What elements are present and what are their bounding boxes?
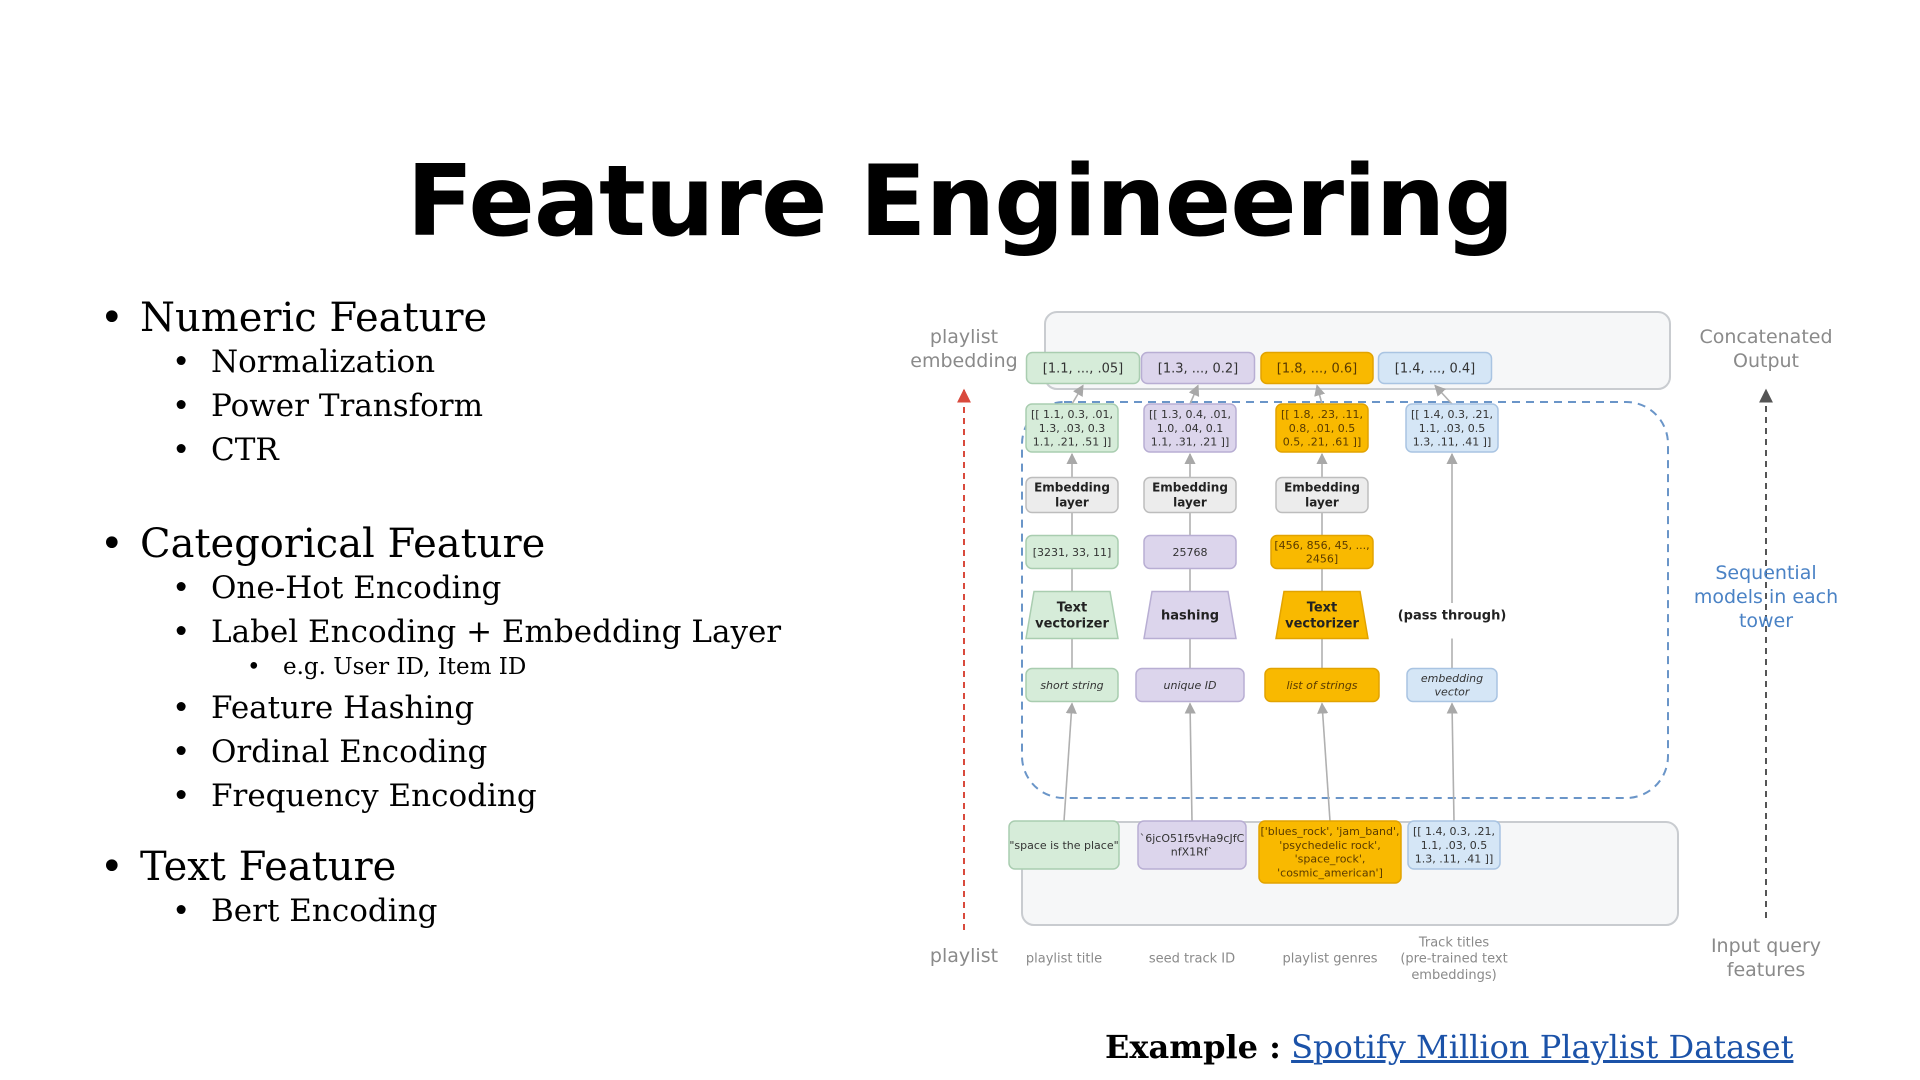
- categorical-feature-heading: Categorical Feature: [100, 521, 781, 567]
- text-item-bert: Bert Encoding: [100, 893, 781, 929]
- numeric-feature-heading: Numeric Feature: [100, 295, 781, 341]
- tower-4-output-box: [1377, 351, 1493, 385]
- dataset-link[interactable]: Spotify Million Playlist Dataset: [1291, 1028, 1794, 1066]
- tower-1-input-text: "space is the place": [1009, 839, 1118, 852]
- categorical-item-label-encoding: Label Encoding + Embedding Layer: [100, 614, 781, 650]
- tower-2-index-box: [1143, 534, 1237, 570]
- tower-1-input-box: [1008, 820, 1120, 870]
- tower-3-index-text: [456, 856, 45, ...,2456]: [1274, 539, 1369, 566]
- tower-2-type-box: [1135, 667, 1245, 703]
- connector-line: [1063, 702, 1077, 822]
- tower-1-transform-box: [1025, 590, 1119, 640]
- tower-1-index-text: [3231, 33, 11]: [1033, 546, 1112, 559]
- example-footer: Example : Spotify Million Playlist Datas…: [1105, 1028, 1793, 1066]
- tower-1-embedding-layer-box: [1025, 476, 1119, 514]
- tower-4-transform-text: (pass through): [1398, 609, 1507, 624]
- tower-connectors: [1063, 384, 1458, 822]
- tower-1-feature-label: playlist title: [1026, 952, 1102, 967]
- categorical-item-one-hot: One-Hot Encoding: [100, 570, 781, 606]
- categorical-item-feature-hashing: Feature Hashing: [100, 690, 781, 726]
- tower-2-embedding-layer-box: [1143, 476, 1237, 514]
- tower-1-index-box: [1025, 534, 1119, 570]
- text-feature-heading: Text Feature: [100, 844, 781, 890]
- connector-line: [1188, 384, 1200, 405]
- tower-3-embedding-layer-box: [1275, 476, 1369, 514]
- numeric-item-power-transform: Power Transform: [100, 388, 781, 424]
- tower-1-output-box: [1025, 351, 1141, 385]
- connector-line: [1317, 702, 1331, 822]
- tower-1-type-text: short string: [1040, 679, 1103, 692]
- tower-1-embedding-box: [1025, 403, 1119, 453]
- tower-3-type-text: list of strings: [1286, 679, 1357, 692]
- tower-3-output-box: [1260, 351, 1374, 385]
- tower-3-output-text: [1.8, ..., 0.6]: [1277, 362, 1357, 377]
- tower-2-input-box: [1137, 820, 1247, 870]
- tower-3-type-box: [1264, 667, 1380, 703]
- connector-line: [1434, 384, 1453, 405]
- tower-dashed-container: [1021, 401, 1669, 799]
- tower-3-embedding-box: [1275, 403, 1369, 453]
- categorical-item-ordinal: Ordinal Encoding: [100, 734, 781, 770]
- tower-2-feature-label: seed track ID: [1149, 952, 1235, 967]
- tower-1-type-box: [1025, 667, 1119, 703]
- categorical-item-frequency: Frequency Encoding: [100, 778, 781, 814]
- tower-2-transform-box: [1143, 590, 1237, 640]
- tower-3-index-box: [1270, 534, 1374, 570]
- tower-4-input-box: [1407, 820, 1501, 870]
- numeric-item-normalization: Normalization: [100, 344, 781, 380]
- tower-2-embedding-box: [1143, 403, 1237, 453]
- connector-line: [1071, 384, 1084, 405]
- categorical-sub-note: e.g. User ID, Item ID: [100, 654, 781, 680]
- tower-2-output-text: [1.3, ..., 0.2]: [1158, 362, 1238, 377]
- numeric-item-ctr: CTR: [100, 432, 781, 468]
- example-label: Example :: [1105, 1028, 1281, 1066]
- tower-3-feature-label: playlist genres: [1282, 952, 1377, 967]
- tower-4-output-text: [1.4, ..., 0.4]: [1395, 362, 1475, 377]
- tower-2-output-box: [1140, 351, 1256, 385]
- connector-line: [1446, 702, 1458, 822]
- tower-1-output-text: [1.1, ..., .05]: [1043, 362, 1123, 377]
- bullet-list: Numeric Feature Normalization Power Tran…: [100, 295, 781, 929]
- connector-line: [1314, 384, 1326, 405]
- tower-3-input-text: ['blues_rock', 'jam_band','psychedelic r…: [1260, 825, 1399, 879]
- tower-2-index-text: 25768: [1173, 546, 1208, 559]
- tower-boxes: [1.1, ..., .05] [[ 1.1, 0.3, .01,1.3, .03…: [1008, 351, 1508, 983]
- tower-3-transform-box: [1275, 590, 1369, 640]
- tower-2-type-text: unique ID: [1164, 679, 1217, 692]
- connector-line: [1184, 702, 1196, 822]
- slide-title: Feature Engineering: [406, 145, 1514, 259]
- playlist-label: playlist: [930, 945, 998, 967]
- tower-4-embedding-box: [1405, 403, 1499, 453]
- tower-3-input-box: [1258, 820, 1402, 884]
- tower-4-type-box: [1406, 667, 1498, 703]
- tower-2-transform-text: hashing: [1161, 609, 1219, 624]
